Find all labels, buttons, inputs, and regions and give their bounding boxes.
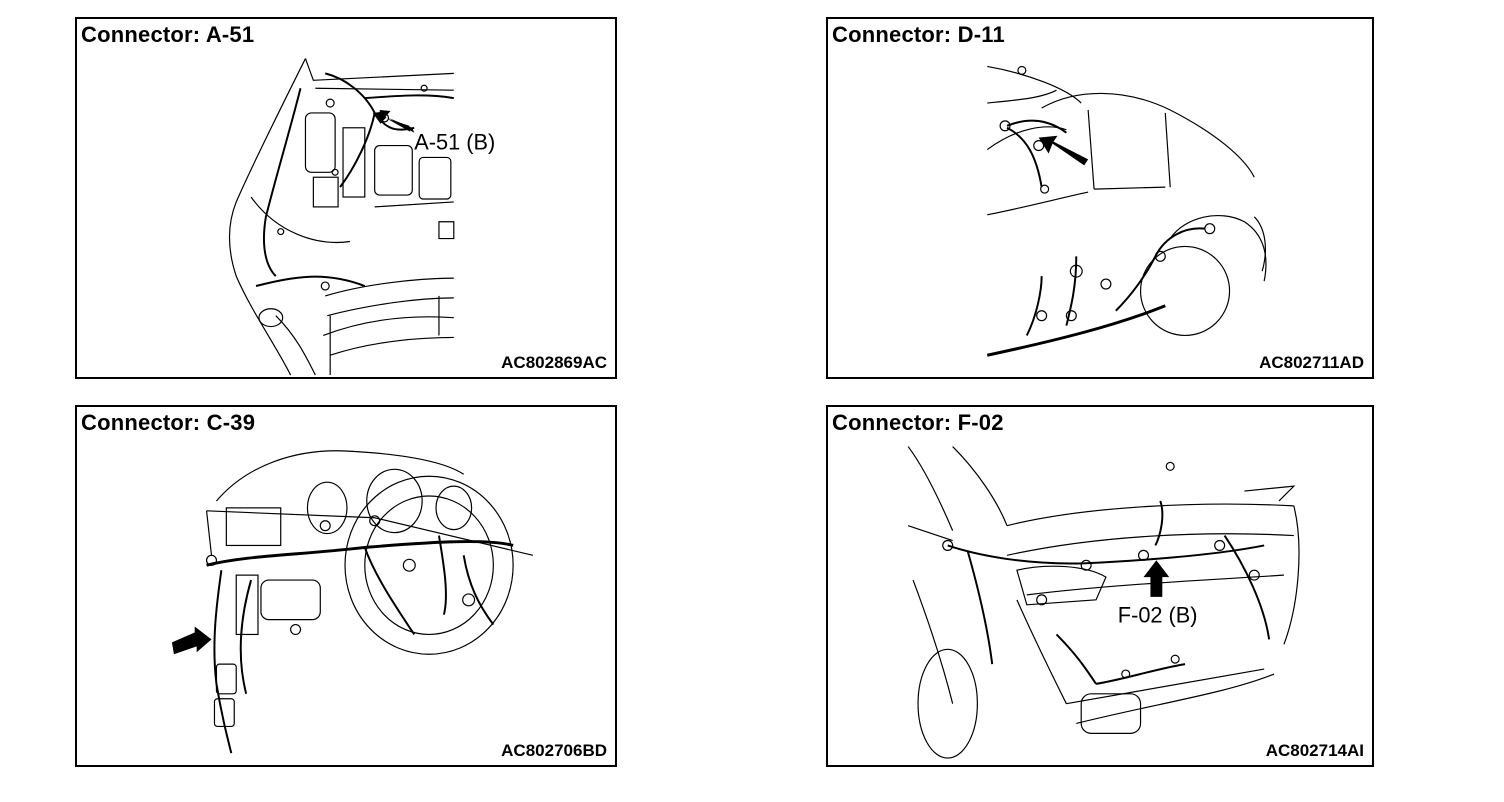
- panel-title: Connector: F-02: [832, 410, 1004, 435]
- engine-compartment-illustration: A-51 (B): [228, 58, 495, 376]
- connector-location-arrow-icon: [1038, 135, 1089, 166]
- trunk-rear-illustration: F-02 (B): [907, 446, 1300, 759]
- callout-label: F-02 (B): [1118, 603, 1198, 628]
- connector-panel-c39: Connector: C-39 AC802706BD: [75, 405, 617, 767]
- figure-code: AC802869AC: [501, 353, 607, 372]
- callout-label: A-51 (B): [414, 130, 495, 155]
- figure-code: AC802714AI: [1265, 741, 1364, 760]
- instrument-panel-illustration: [171, 450, 534, 754]
- connector-location-arrow-icon: [1143, 560, 1170, 597]
- panel-title: Connector: D-11: [832, 22, 1005, 47]
- panel-title: Connector: A-51: [81, 22, 255, 47]
- connector-panel-f02: Connector: F-02 F-: [826, 405, 1374, 767]
- vehicle-side-illustration: [986, 65, 1267, 357]
- figure-code: AC802711AD: [1259, 353, 1364, 372]
- connector-location-arrow-icon: [379, 109, 411, 132]
- connector-location-arrow-icon: [171, 626, 212, 655]
- connector-panel-a51: Connector: A-51: [75, 17, 617, 379]
- figure-code: AC802706BD: [501, 741, 607, 760]
- panel-title: Connector: C-39: [81, 410, 256, 435]
- connector-panel-d11: Connector: D-11 AC802711AD: [826, 17, 1374, 379]
